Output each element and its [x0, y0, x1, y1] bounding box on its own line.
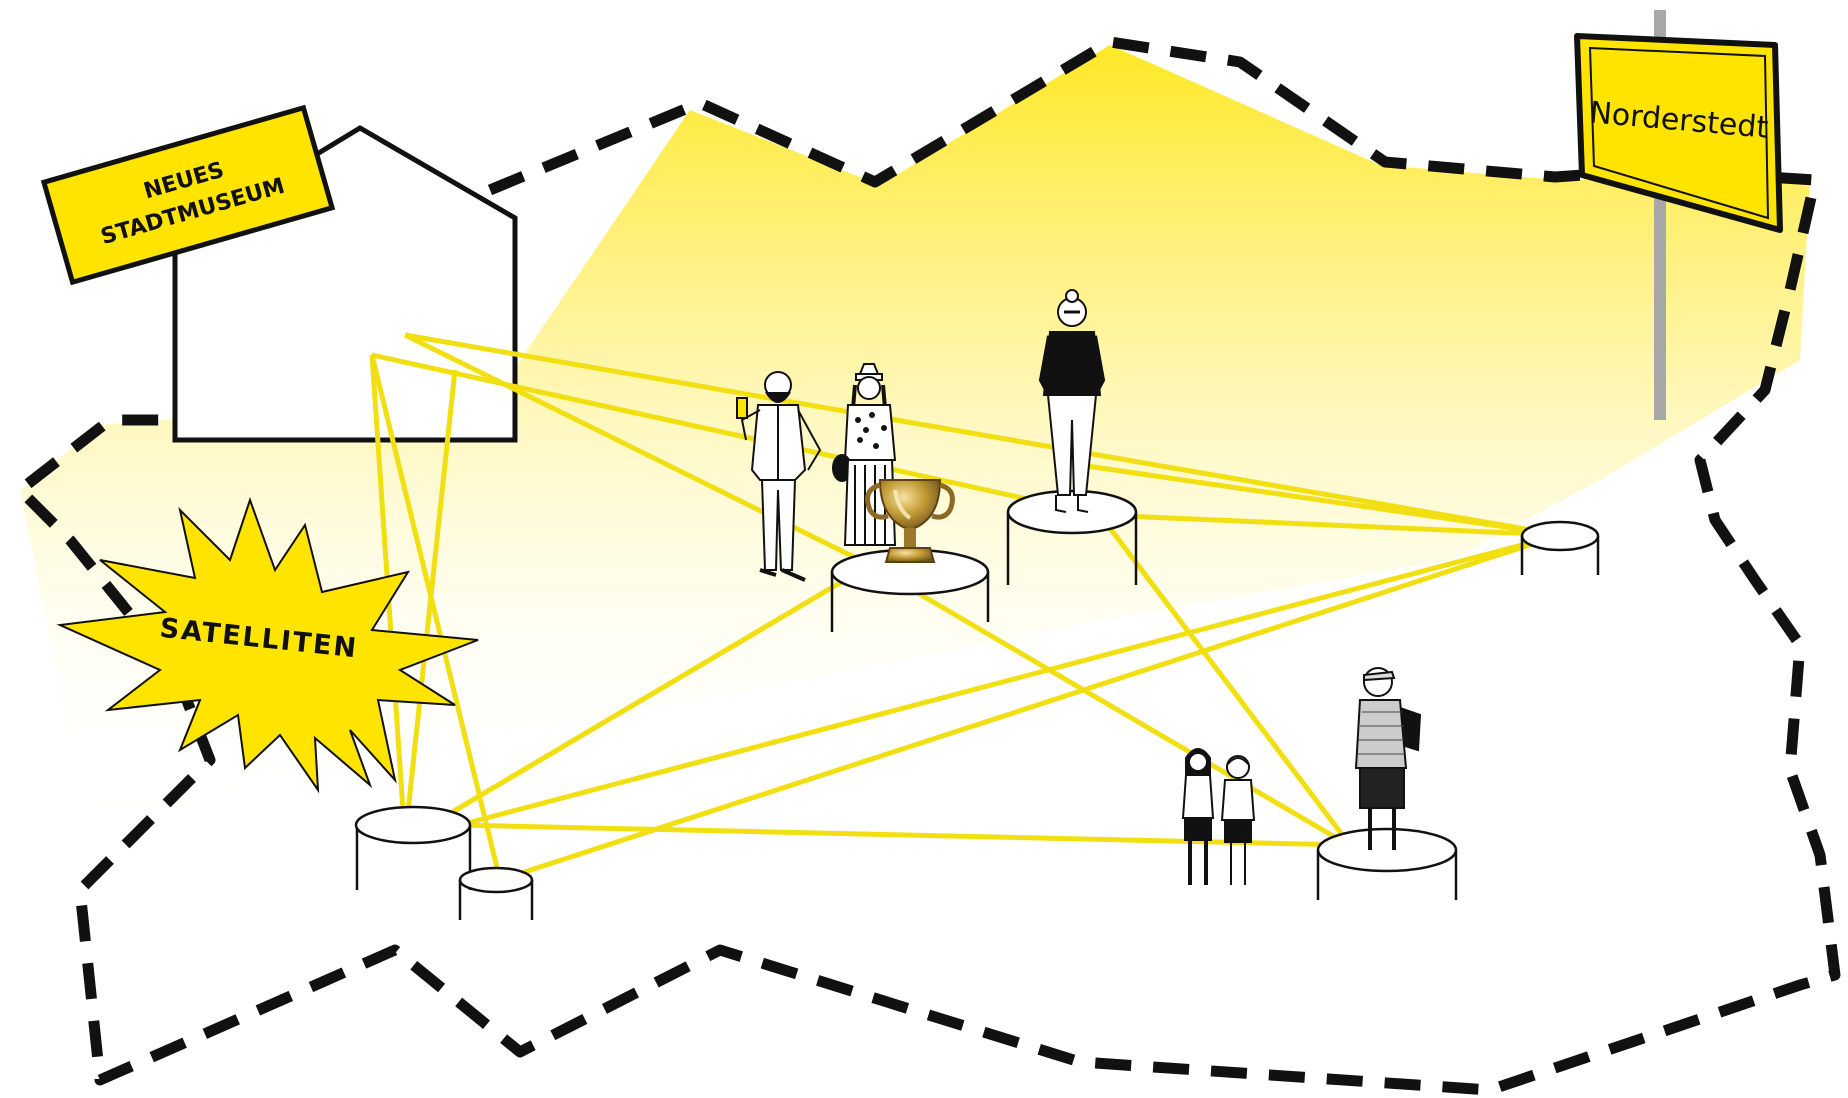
pedestal-right-small: [1520, 520, 1600, 575]
woman-standing-figure: [1038, 289, 1106, 513]
pedestal-center-woman: [1006, 489, 1138, 585]
museum-sign: NEUES STADTMUSEUM: [40, 104, 336, 286]
pedestal-left-small: [458, 866, 534, 920]
boy-with-backpack-figure: [1354, 667, 1422, 850]
satelliten-burst: SATELLITEN: [56, 496, 479, 794]
city-boundary: [14, 36, 1841, 1096]
town-sign: Norderstedt: [1574, 10, 1783, 420]
man-with-drink-figure: [736, 371, 822, 582]
pedestal-left-large: [354, 805, 472, 890]
pedestal-right-large: [1316, 827, 1458, 900]
trophy-icon: [865, 479, 955, 563]
boy-figure: [1220, 755, 1256, 885]
girl-figure: [1181, 748, 1215, 885]
pedestals: [354, 489, 1600, 920]
